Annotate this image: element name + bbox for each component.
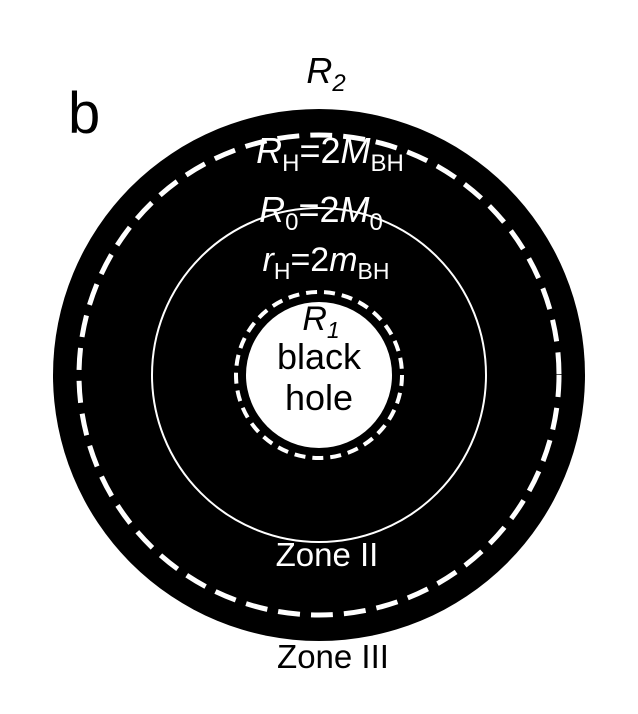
r0-label: R0=2M0: [259, 189, 383, 236]
black-hole-label-line1: black: [277, 336, 362, 377]
outer-horizon-dashed-circle: [76, 132, 562, 618]
zone-ii-label: Zone II: [276, 536, 379, 573]
r1-label: R1: [302, 300, 339, 343]
r0-solid-circle: [151, 207, 487, 543]
black-hole-label-line2: hole: [285, 377, 353, 418]
r2-label: R2: [306, 50, 345, 97]
rh-outer-label: RH=2MBH: [256, 130, 404, 177]
inner-horizon-dashed-circle: [234, 290, 404, 460]
zone-iii-label: Zone III: [277, 638, 389, 675]
panel-letter: b: [68, 81, 100, 146]
rh-inner-label: rH=2mBH: [263, 241, 390, 284]
black-hole-disk: [246, 302, 392, 448]
